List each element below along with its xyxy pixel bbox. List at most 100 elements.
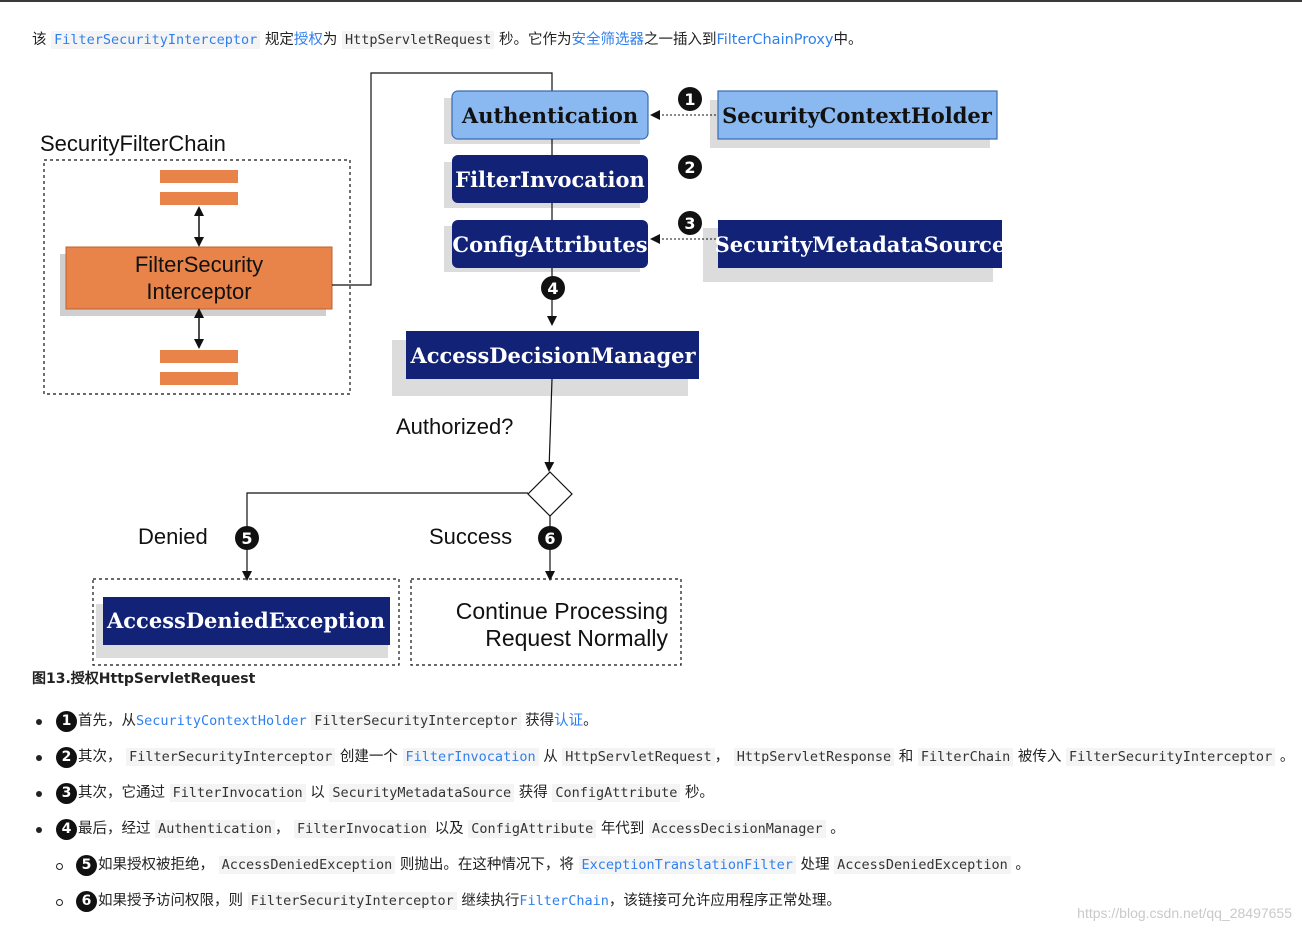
interceptor-code: FilterSecurityInterceptor [311,712,521,730]
success-label: Success [429,524,512,549]
security-context-holder-link[interactable]: SecurityContextHolder [136,713,307,729]
intro-text: 之一插入到 [643,32,717,48]
figure-caption: 图13.授权HttpServletRequest [32,671,256,687]
bullet-dot [36,791,42,797]
note-text: 。 [830,821,845,837]
note-text: 从 [543,749,558,765]
note-text: ， [714,749,730,765]
filter-security-interceptor-box [65,246,333,310]
step-6-icon: 6 [76,890,97,912]
interceptor-label-line2: Interceptor [146,279,251,304]
interceptor-connector [332,72,553,286]
step-1-number: 1 [684,90,695,109]
note-text: 最后，经过 [78,821,151,837]
bullet-circle [56,863,63,870]
step-2-icon: 2 [56,746,77,768]
filter-invocation-label: FilterInvocation [455,167,645,192]
note-text: 其次， [78,749,122,765]
note-text: 以及 [434,821,464,837]
denied-label: Denied [138,524,208,549]
note-text: 则抛出。在这种情况下，将 [399,857,574,873]
denied-branch-arrow [242,492,528,581]
config-attributes-label: ConfigAttributes [452,232,647,257]
step-3-number: 3 [684,214,695,233]
authentication-box [451,90,649,140]
security-metadata-source-box [718,220,1002,268]
authorized-label: Authorized? [396,414,513,439]
config-attribute-code: ConfigAttribute [552,784,681,802]
access-decision-manager-code: AccessDecisionManager [648,820,826,838]
step-5-number: 5 [241,529,252,548]
intro-text: 规定 [264,32,294,48]
filter-bar [160,170,238,183]
step-4-icon: 4 [56,818,77,840]
note-text: 秒。 [684,785,714,801]
step-6-number: 6 [544,529,555,548]
security-context-holder-box [717,90,998,140]
filter-chain-link[interactable]: FilterChain [519,893,609,909]
continue-processing-frame [410,578,682,666]
authorization-link[interactable]: 授权 [293,32,323,48]
security-filters-link[interactable]: 安全筛选器 [571,32,644,48]
authentication-link[interactable]: 认证 [554,713,584,729]
note-text: 以 [310,785,325,801]
watermark: https://blog.csdn.net/qq_28497655 [1077,905,1292,921]
interceptor-code: FilterSecurityInterceptor [247,892,457,910]
interceptor-link[interactable]: FilterSecurityInterceptor [51,31,261,49]
exception-translation-filter-link[interactable]: ExceptionTranslationFilter [578,856,796,874]
security-metadata-source-label: SecurityMetadataSource [715,232,1006,257]
security-filter-chain-title: SecurityFilterChain [40,131,226,156]
step-5-badge [235,526,259,550]
interceptor-label-line1: FilterSecurity [135,252,263,277]
step-6-badge [538,526,562,550]
filter-invocation-box [452,155,648,203]
continue-processing-line1: Continue Processing [456,598,668,624]
continue-processing-line2: Request Normally [485,625,668,651]
security-context-holder-label: SecurityContextHolder [722,103,993,128]
step-3-badge [678,211,702,235]
top-rule [0,0,1302,2]
request-code: HttpServletRequest [342,31,495,49]
access-decision-manager-box [406,331,699,379]
filter-invocation-code: FilterInvocation [294,820,431,838]
filter-chain-code: FilterChain [917,748,1014,766]
note-text: 处理 [800,857,830,873]
note-text: ，该链接可允许应用程序正常处理。 [608,893,841,909]
request-code: HttpServletRequest [562,748,715,766]
note-text: 如果授权被拒绝， [98,857,214,873]
decision-diamond [527,471,573,517]
note-text: 被传入 [1017,749,1062,765]
filter-bar [160,350,238,363]
access-denied-frame [92,578,400,666]
authentication-label: Authentication [461,103,638,128]
note-text: 创建一个 [339,749,398,765]
filter-bar [160,192,238,205]
bullet-dot [36,719,42,725]
note-text: ， [274,821,290,837]
intro-text: 为 [322,32,338,48]
note-text: 。 [1279,749,1295,765]
bullet-circle [56,899,63,906]
intro-text: 秒。它作为 [498,32,572,48]
bullet-dot [36,755,42,761]
bullet-dot [36,827,42,833]
note-text: 其次，它通过 [78,785,165,801]
config-attributes-box [452,220,648,268]
note-text: 年代到 [600,821,645,837]
authorization-diagram: SecurityFilterChain FilterSecurity Inter… [40,72,1006,666]
intro-text: 该 [32,32,47,48]
step-2-number: 2 [684,158,695,177]
filter-invocation-code: FilterInvocation [169,784,306,802]
filter-chain-proxy-link[interactable]: FilterChainProxy [716,32,834,48]
intro-paragraph: 该 FilterSecurityInterceptor 规定授权为 HttpSe… [32,30,863,50]
metadata-source-code: SecurityMetadataSource [329,784,515,802]
security-filter-chain-frame [43,159,351,395]
filter-invocation-link[interactable]: FilterInvocation [402,748,539,766]
